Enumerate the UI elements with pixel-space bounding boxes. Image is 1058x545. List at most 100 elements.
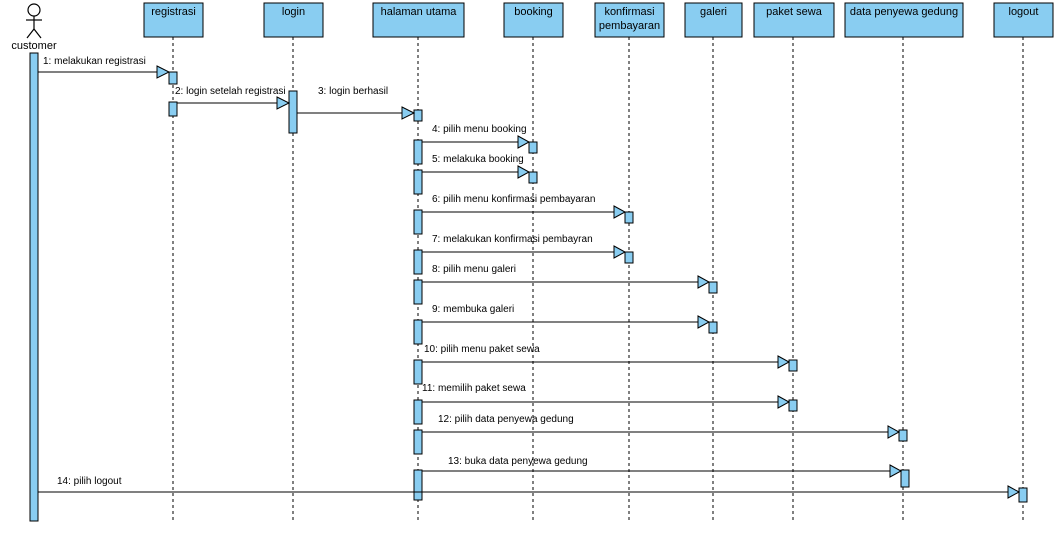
activation-halaman-6 xyxy=(413,279,423,305)
lifeline-label-logout: logout xyxy=(1009,6,1039,18)
actor-head-icon xyxy=(27,3,41,17)
activation-halaman-1 xyxy=(413,109,423,122)
message-5: 5: melakuka booking xyxy=(422,154,531,179)
activation-login xyxy=(288,90,298,134)
activation-penyewa-2 xyxy=(900,469,910,488)
lifeline-registrasi: registrasi xyxy=(143,2,204,522)
message-10: 10: pilih menu paket sewa xyxy=(422,344,791,369)
arrowhead-icon xyxy=(697,275,711,289)
actor-customer: customer xyxy=(11,3,57,52)
message-label: 7: melakukan konfirmasi pembayran xyxy=(432,234,593,245)
activation-galeri-1 xyxy=(708,281,718,294)
lifeline-label-paket-sewa: paket sewa xyxy=(766,6,823,18)
activation-konfirmasi-1 xyxy=(624,211,634,224)
arrowhead-icon xyxy=(777,355,791,369)
message-11: 11: memilih paket sewa xyxy=(422,383,791,409)
activation-halaman-5 xyxy=(413,249,423,275)
arrowhead-icon xyxy=(697,315,711,329)
arrowhead-icon xyxy=(777,395,791,409)
arrowhead-icon xyxy=(517,165,531,179)
arrowhead-icon xyxy=(401,106,416,120)
arrowhead-icon xyxy=(517,135,531,149)
lifeline-box-booking xyxy=(503,2,564,38)
message-8: 8: pilih menu galeri xyxy=(422,264,711,289)
lifeline-konfirmasi-pembayaran: konfirmasi pembayaran xyxy=(594,2,665,522)
arrowhead-icon xyxy=(613,205,627,219)
lifeline-label-login: login xyxy=(282,6,305,18)
activation-halaman-2 xyxy=(413,139,423,165)
lifeline-box-login xyxy=(263,2,324,38)
lifeline-label-halaman-utama: halaman utama xyxy=(381,6,458,18)
message-label: 10: pilih menu paket sewa xyxy=(424,344,540,355)
activation-paket-2 xyxy=(788,399,798,412)
lifeline-box-data-penyewa xyxy=(844,2,964,38)
lifeline-box-paket-sewa xyxy=(753,2,835,38)
message-label: 4: pilih menu booking xyxy=(432,124,527,135)
message-label: 11: memilih paket sewa xyxy=(422,383,526,394)
activation-halaman-4 xyxy=(413,209,423,235)
message-label: 8: pilih menu galeri xyxy=(432,264,516,275)
lifeline-box-galeri xyxy=(684,2,743,38)
activation-galeri-2 xyxy=(708,321,718,334)
lifeline-galeri: galeri xyxy=(684,2,743,522)
activation-booking-1 xyxy=(528,141,538,154)
arrowhead-icon xyxy=(276,96,291,110)
message-3: 3: login berhasil xyxy=(297,86,416,120)
activation-halaman-3 xyxy=(413,169,423,195)
message-13: 13: buka data penyewa gedung xyxy=(422,456,903,478)
activation-halaman-10 xyxy=(413,429,423,455)
activation-penyewa-1 xyxy=(898,429,908,442)
message-12: 12: pilih data penyewa gedung xyxy=(422,414,901,439)
lifeline-data-penyewa-gedung: data penyewa gedung xyxy=(844,2,964,522)
message-label: 2: login setelah registrasi xyxy=(175,86,286,97)
message-label: 6: pilih menu konfirmasi pembayaran xyxy=(432,194,595,205)
message-label: 5: melakuka booking xyxy=(432,154,524,165)
lifeline-paket-sewa: paket sewa xyxy=(753,2,835,522)
activation-logout xyxy=(1018,487,1028,503)
lifeline-box-logout xyxy=(993,2,1054,38)
actor-label: customer xyxy=(11,40,57,52)
lifeline-box-konfirmasi xyxy=(594,2,665,38)
lifeline-label-konfirmasi-line2: pembayaran xyxy=(599,20,660,32)
lifeline-login: login xyxy=(263,2,324,522)
message-label: 3: login berhasil xyxy=(318,86,388,97)
lifeline-label-data-penyewa: data penyewa gedung xyxy=(850,6,958,18)
activation-halaman-11 xyxy=(413,469,423,501)
arrowhead-icon xyxy=(889,464,903,478)
actor-leg-right xyxy=(33,28,42,39)
arrowhead-icon xyxy=(1007,485,1021,499)
actor-leg-left xyxy=(26,28,35,39)
activation-registrasi-1 xyxy=(168,71,178,85)
activation-customer xyxy=(29,52,39,522)
message-6: 6: pilih menu konfirmasi pembayaran xyxy=(422,194,627,219)
message-1: 1: melakukan registrasi xyxy=(38,56,171,79)
lifeline-booking: booking xyxy=(503,2,564,522)
activation-booking-2 xyxy=(528,171,538,184)
activation-halaman-9 xyxy=(413,399,423,425)
message-7: 7: melakukan konfirmasi pembayran xyxy=(422,234,627,259)
lifeline-label-registrasi: registrasi xyxy=(151,6,196,18)
lifeline-label-booking: booking xyxy=(514,6,553,18)
message-label: 14: pilih logout xyxy=(57,476,122,487)
activation-konfirmasi-2 xyxy=(624,251,634,264)
lifeline-box-registrasi xyxy=(143,2,204,38)
message-14: 14: pilih logout xyxy=(38,476,1021,499)
activation-registrasi-2 xyxy=(168,101,178,117)
arrowhead-icon xyxy=(613,245,627,259)
arrowhead-icon xyxy=(156,65,171,79)
message-label: 1: melakukan registrasi xyxy=(43,56,146,67)
message-label: 12: pilih data penyewa gedung xyxy=(438,414,574,425)
message-label: 9: membuka galeri xyxy=(432,304,514,315)
message-label: 13: buka data penyewa gedung xyxy=(448,456,588,467)
lifeline-box-halaman-utama xyxy=(372,2,465,38)
lifeline-label-konfirmasi-line1: konfirmasi xyxy=(604,6,654,18)
activation-halaman-7 xyxy=(413,319,423,345)
message-4: 4: pilih menu booking xyxy=(422,124,531,149)
activation-halaman-8 xyxy=(413,359,423,385)
lifeline-logout: logout xyxy=(993,2,1054,522)
message-2: 2: login setelah registrasi xyxy=(175,86,291,110)
activation-paket-1 xyxy=(788,359,798,372)
lifeline-label-galeri: galeri xyxy=(700,6,727,18)
arrowhead-icon xyxy=(887,425,901,439)
